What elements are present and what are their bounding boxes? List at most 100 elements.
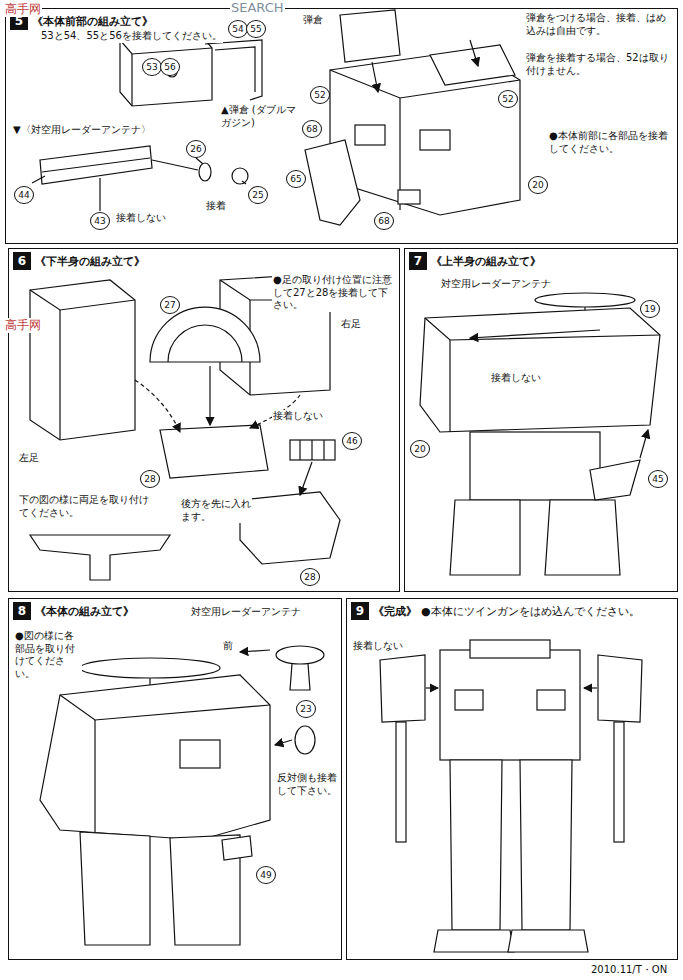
illustration-line bbox=[196, 158, 203, 164]
note-text: 後方を先に入れます。 bbox=[180, 498, 252, 523]
note-text: ●本体前部に各部品を接着してください。 bbox=[548, 130, 674, 155]
illustration-line bbox=[598, 655, 642, 722]
step9-art bbox=[380, 640, 642, 952]
illustration-line bbox=[305, 140, 360, 225]
note-text: ▼〈対空用レーダーアンテナ〉 bbox=[12, 124, 152, 137]
illustration-line bbox=[323, 440, 324, 460]
illustration-line bbox=[426, 687, 438, 688]
illustration-line bbox=[290, 440, 335, 460]
illustration-line bbox=[396, 722, 406, 842]
note-text: 接着しない bbox=[352, 640, 404, 653]
callout-number: 26 bbox=[186, 140, 206, 158]
illustration-line bbox=[535, 293, 635, 307]
callout-number: 20 bbox=[528, 176, 548, 194]
callout-number: 44 bbox=[14, 186, 34, 204]
callout-number: 23 bbox=[296, 700, 316, 718]
note-text: SEARCH bbox=[230, 0, 285, 16]
step-panel: 7《上半身の組み立て》 bbox=[404, 248, 678, 592]
illustration-line bbox=[295, 726, 315, 754]
illustration-line bbox=[215, 47, 255, 92]
note-text: 接着しない bbox=[490, 372, 542, 385]
illustration-line bbox=[135, 380, 180, 432]
illustration-line bbox=[131, 54, 132, 106]
callout-number: 45 bbox=[648, 470, 668, 488]
step-header: 6 《下半身の組み立て》 bbox=[9, 249, 399, 273]
illustration-line bbox=[470, 330, 600, 338]
illustration-line bbox=[520, 760, 572, 930]
illustration-line bbox=[455, 690, 483, 710]
illustration-line bbox=[30, 290, 135, 310]
illustration-line bbox=[470, 432, 600, 500]
step-header: 9《完成》●本体にツインガンをはめ込んでください。 bbox=[347, 599, 677, 623]
illustration-line bbox=[275, 740, 292, 745]
illustration-line bbox=[120, 34, 212, 106]
illustration-line bbox=[40, 675, 270, 840]
note-text: 接着しない bbox=[272, 410, 324, 423]
illustration-line bbox=[537, 690, 565, 710]
illustration-line bbox=[240, 650, 270, 652]
illustration-line bbox=[440, 650, 580, 760]
step-title: 《本体の組み立て》 bbox=[35, 604, 134, 619]
note-text: ▲弾倉 (ダブルマガジン) bbox=[220, 104, 306, 129]
illustration-line bbox=[450, 500, 520, 575]
illustration-line bbox=[470, 640, 550, 658]
note-text: 左足 bbox=[18, 452, 40, 465]
note-text: 接着しない bbox=[115, 212, 167, 225]
callout-number: 54 bbox=[228, 20, 248, 38]
illustration-line bbox=[222, 836, 252, 860]
illustration-line bbox=[152, 160, 198, 170]
callout-number: 46 bbox=[342, 432, 362, 450]
illustration-line bbox=[380, 655, 425, 722]
note-text: 弾倉をつける場合、接着、はめ込みは自由です。 bbox=[525, 12, 675, 37]
illustration-line bbox=[299, 440, 300, 460]
illustration-line bbox=[290, 664, 310, 690]
callout-number: 65 bbox=[286, 170, 306, 188]
illustration-line bbox=[30, 535, 170, 580]
callout-number: 20 bbox=[410, 440, 430, 458]
callout-number: 19 bbox=[640, 300, 660, 318]
illustration-line bbox=[80, 832, 150, 945]
illustration-line bbox=[584, 687, 597, 688]
note-text: 弾倉 bbox=[302, 14, 324, 27]
illustration-line bbox=[311, 440, 312, 460]
step-header: 7《上半身の組み立て》 bbox=[405, 249, 677, 273]
illustration-line bbox=[94, 720, 95, 832]
illustration-line bbox=[434, 930, 514, 952]
illustration-line bbox=[449, 340, 450, 432]
illustration-line bbox=[355, 125, 385, 145]
step-title: 《下半身の組み立て》 bbox=[35, 254, 145, 269]
step-number: 9 bbox=[351, 602, 369, 620]
illustration-line bbox=[590, 460, 640, 500]
callout-number: 25 bbox=[248, 186, 268, 204]
illustration-line bbox=[160, 425, 268, 478]
note-text: 前 bbox=[222, 640, 234, 653]
illustration-line bbox=[99, 178, 100, 211]
illustration-line bbox=[614, 722, 624, 842]
callout-number: 68 bbox=[302, 120, 322, 138]
illustration-line bbox=[232, 168, 248, 184]
step-number: 6 bbox=[13, 252, 31, 270]
callout-number: 56 bbox=[160, 58, 180, 76]
illustration-line bbox=[425, 318, 660, 340]
illustration-line bbox=[168, 325, 242, 362]
step-number: 7 bbox=[409, 252, 427, 270]
step-title: 《本体前部の組み立て》 bbox=[32, 14, 153, 29]
illustration-line bbox=[640, 430, 648, 458]
illustration-line bbox=[276, 646, 324, 664]
illustration-line bbox=[398, 190, 420, 204]
step5-art bbox=[32, 10, 520, 225]
note-text: 高手网 bbox=[4, 318, 42, 333]
step-title: 《完成》 bbox=[373, 604, 417, 619]
illustration-line bbox=[150, 307, 260, 362]
callout-number: 68 bbox=[374, 212, 394, 230]
illustration-line bbox=[420, 308, 660, 432]
illustration-line bbox=[450, 760, 502, 930]
callout-number: 43 bbox=[90, 212, 110, 230]
note-text: 2010.11/T・ON bbox=[590, 964, 668, 977]
illustration-line bbox=[205, 40, 262, 100]
illustration-line bbox=[80, 658, 220, 678]
callout-number: 27 bbox=[160, 296, 180, 314]
illustration-line bbox=[60, 695, 270, 720]
note-text: 対空用レーダーアンテナ bbox=[190, 606, 302, 619]
